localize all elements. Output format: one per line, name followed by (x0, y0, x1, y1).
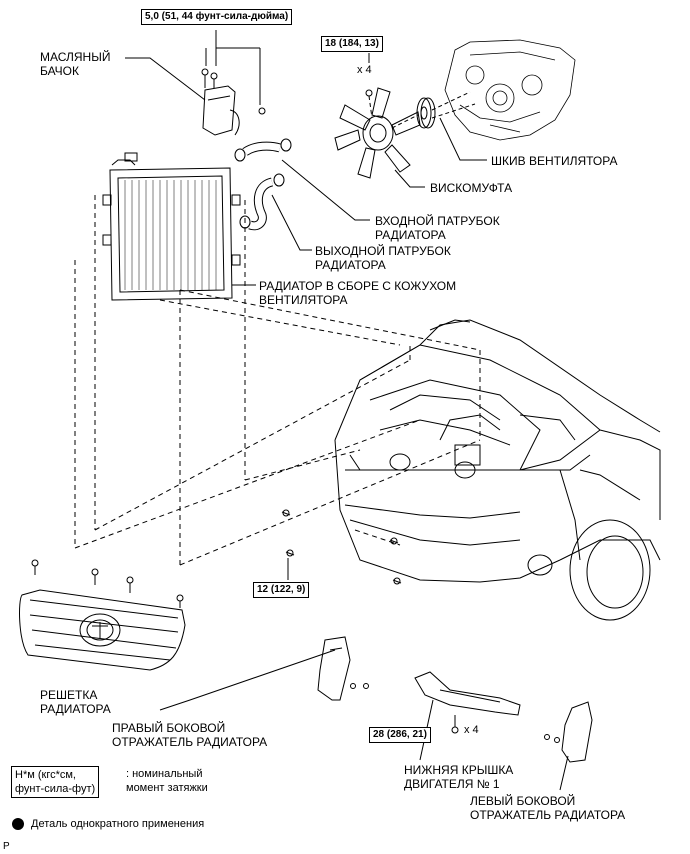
vehicle-illustration (334, 319, 661, 621)
radiator-bolt-torque-box: 12 (122, 9) (253, 582, 310, 598)
radiator-mount-bolts (281, 509, 402, 585)
rh-side-deflector (317, 636, 369, 701)
assembly-lines-radiator (74, 195, 481, 566)
leader-lines (125, 53, 569, 791)
oil-tank-torque-box: 5,0 (51, 44 фунт-сила-дюйма) (141, 9, 293, 25)
legend-single-use: Деталь однократного применения (31, 818, 205, 830)
label-grille: РЕШЕТКА РАДИАТОРА (40, 688, 111, 716)
inlet-hose (234, 138, 292, 162)
single-use-dot-icon (12, 818, 24, 830)
radiator-grille (19, 559, 186, 671)
label-viscous-coupling: ВИСКОМУФТА (430, 181, 513, 195)
legend-torque-unit: Н*м (кгс*см, фунт-сила-фут) (11, 766, 100, 798)
assembly-lines-fan (368, 91, 476, 129)
engine-illustration (444, 39, 576, 141)
under-cover-quantity: x 4 (464, 724, 479, 736)
label-outlet-hose: ВЫХОДНОЙ ПАТРУБОК РАДИАТОРА (315, 244, 451, 272)
oil-tank-torque-leader (205, 30, 261, 105)
label-oil-tank: МАСЛЯНЫЙ БАЧОК (40, 50, 111, 78)
fan-nut-torque-box: 18 (184, 13) (321, 36, 383, 52)
label-inlet-hose: ВХОДНОЙ ПАТРУБОК РАДИАТОРА (375, 214, 500, 242)
engine-under-cover (414, 671, 521, 734)
fan-nut-quantity: x 4 (357, 64, 372, 76)
legend-torque-description: : номинальный момент затяжки (126, 768, 208, 794)
label-fan-pulley: ШКИВ ВЕНТИЛЯТОРА (491, 154, 618, 168)
label-rh-deflector: ПРАВЫЙ БОКОВОЙ ОТРАЖАТЕЛЬ РАДИАТОРА (112, 721, 268, 749)
figure-code: P (3, 841, 10, 852)
viscous-coupling-fan (334, 87, 421, 179)
lh-side-deflector (544, 701, 593, 763)
outlet-hose (239, 173, 285, 231)
label-radiator-assembly: РАДИАТОР В СБОРЕ С КОЖУХОМ ВЕНТИЛЯТОРА (259, 279, 457, 307)
label-lh-deflector: ЛЕВЫЙ БОКОВОЙ ОТРАЖАТЕЛЬ РАДИАТОРА (470, 794, 626, 822)
oil-tank (201, 68, 266, 136)
radiator-assembly (102, 152, 241, 301)
under-cover-torque-box: 28 (286, 21) (369, 727, 431, 743)
label-under-cover: НИЖНЯЯ КРЫШКА ДВИГАТЕЛЯ № 1 (404, 763, 514, 791)
